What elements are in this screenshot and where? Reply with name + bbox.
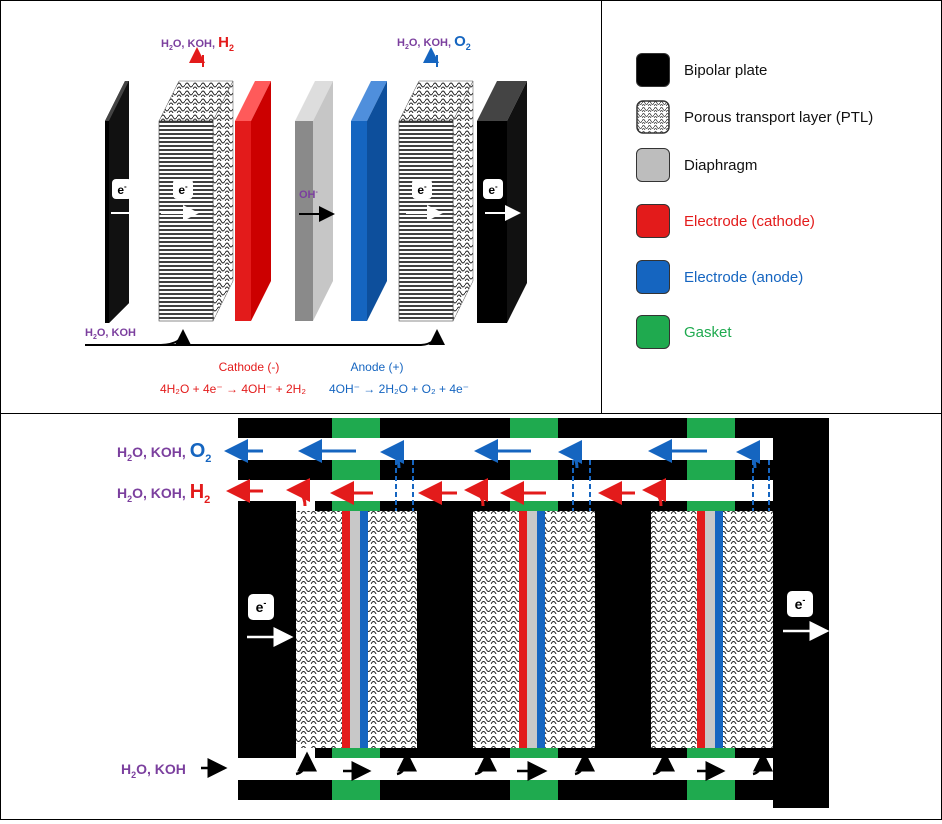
svg-text:e-: e- xyxy=(178,182,188,197)
electron-badge-3: e- xyxy=(412,179,432,199)
cathode-equation: 4H₂O + 4e⁻ → 4OH⁻ + 2H₂ xyxy=(160,382,306,396)
legend-label: Electrode (anode) xyxy=(684,268,804,286)
red-swatch-icon xyxy=(636,204,670,238)
gasket-top-3 xyxy=(687,418,735,438)
cathode-ptl xyxy=(158,80,234,322)
gasket-bottom-1 xyxy=(332,780,380,800)
gasket-top-2 xyxy=(510,418,558,438)
electron-badge-4: e- xyxy=(483,179,503,199)
left-bipolar-plate xyxy=(105,81,129,323)
svg-text:e-: e- xyxy=(256,598,267,615)
inlet-label: H2O, KOH xyxy=(85,327,136,341)
legend-label: Bipolar plate xyxy=(684,61,768,79)
gasket-h2-2 xyxy=(510,501,558,511)
svg-text:H2O, KOH, H2: H2O, KOH, H2 xyxy=(117,481,210,506)
diaphragm xyxy=(295,81,333,321)
grey-swatch-icon xyxy=(636,148,670,182)
cell-1 xyxy=(296,511,417,748)
anode-equation: 4OH⁻ → 2H₂O + O₂ + 4e⁻ xyxy=(329,382,469,396)
svg-text:e-: e- xyxy=(488,182,498,197)
gasket-bottom-inner-3 xyxy=(687,748,735,758)
gasket-bottom-3 xyxy=(687,780,735,800)
cell-3 xyxy=(651,511,773,748)
stack-diagram: H2O, KOH, O2 H2O, KOH, H2 H2O, KOH e- e- xyxy=(117,418,830,808)
gasket-bottom-inner-2 xyxy=(510,748,558,758)
svg-text:e-: e- xyxy=(417,182,427,197)
anode-ptl xyxy=(398,80,474,322)
legend-item-anode: Electrode (anode) xyxy=(636,260,803,294)
o2-outlet-label: H2O, KOH, O2 xyxy=(117,440,211,465)
right-bipolar-plate xyxy=(477,81,527,323)
electron-badge-left: e- xyxy=(248,594,274,620)
inlet-label: H2O, KOH xyxy=(121,761,186,780)
svg-text:H2O, KOH, O2: H2O, KOH, O2 xyxy=(117,440,211,465)
mesh-swatch-icon xyxy=(636,100,670,134)
o2-dashed-connectors xyxy=(395,460,770,511)
cathode-title: Cathode (-) xyxy=(219,360,280,374)
gasket-bottom-inner-1 xyxy=(332,748,380,758)
bipolar-plate-2 xyxy=(595,501,651,758)
cell-2 xyxy=(473,511,595,748)
h2-flow-arrows xyxy=(226,478,667,507)
inlet-branch-cathode xyxy=(160,329,191,346)
gasket-bottom-2 xyxy=(510,780,558,800)
legend-label: Porous transport layer (PTL) xyxy=(684,108,874,126)
black-swatch-icon xyxy=(636,53,670,87)
right-end-plate xyxy=(773,438,829,808)
legend-label: Electrode (cathode) xyxy=(684,212,815,230)
single-cell-panel: e- e- e- e- OH- H2O, KOH, H2 H2O, KOH, O… xyxy=(0,0,602,414)
legend-item-diaphragm: Diaphragm xyxy=(636,148,757,182)
electron-badge-right: e- xyxy=(787,591,813,617)
cathode-outlet-label: H2O, KOH, H2 xyxy=(161,34,234,53)
legend-item-gasket: Gasket xyxy=(636,315,732,349)
blue-swatch-icon xyxy=(636,260,670,294)
svg-text:H2O, KOH, H2: H2O, KOH, H2 xyxy=(161,34,234,53)
gasket-mid-3 xyxy=(687,460,735,480)
hydroxide-label: OH- xyxy=(299,189,319,201)
o2-flow-arrows xyxy=(224,439,761,469)
anode-outlet-label: H2O, KOH, O2 xyxy=(397,33,471,52)
legend-item-ptl: Porous transport layer (PTL) xyxy=(636,100,873,134)
svg-text:e-: e- xyxy=(117,182,127,197)
gasket-h2-3 xyxy=(687,501,735,511)
h2-outlet-label: H2O, KOH, H2 xyxy=(117,481,210,506)
gasket-top-1 xyxy=(332,418,380,438)
legend-label: Diaphragm xyxy=(684,156,758,174)
stack-panel: H2O, KOH, O2 H2O, KOH, H2 H2O, KOH e- e- xyxy=(0,413,942,820)
legend-item-bipolar: Bipolar plate xyxy=(636,53,767,87)
gasket-mid-2 xyxy=(510,460,558,480)
legend-item-cathode: Electrode (cathode) xyxy=(636,204,815,238)
inlet-flow-line xyxy=(85,329,445,346)
inlet-flow-arrows xyxy=(201,751,773,781)
green-swatch-icon xyxy=(636,315,670,349)
legend-label: Gasket xyxy=(684,323,732,341)
electron-badge-2: e- xyxy=(173,179,193,199)
gasket-mid-1 xyxy=(332,460,380,480)
svg-text:e-: e- xyxy=(795,595,806,612)
single-cell-diagram: e- e- e- e- OH- H2O, KOH, H2 H2O, KOH, O… xyxy=(85,33,527,396)
svg-text:H2O, KOH, O2: H2O, KOH, O2 xyxy=(397,33,471,52)
bipolar-plate-1 xyxy=(417,501,473,758)
legend-panel: Bipolar plate Porous transport layer (PT… xyxy=(601,0,942,414)
cathode-electrode xyxy=(235,81,271,321)
electron-badge-1: e- xyxy=(112,179,132,199)
anode-electrode xyxy=(351,81,387,321)
anode-title: Anode (+) xyxy=(350,360,403,374)
left-end-plate xyxy=(238,501,296,758)
gasket-h2-1 xyxy=(332,501,380,511)
svg-text:H2O, KOH: H2O, KOH xyxy=(121,761,186,780)
